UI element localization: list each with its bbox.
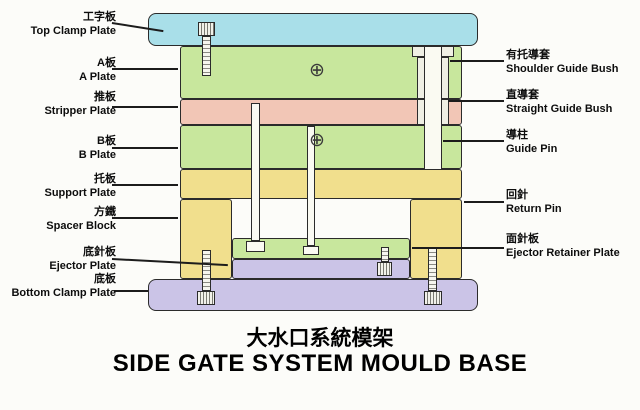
label-top-clamp-plate: 工字板 Top Clamp Plate (4, 10, 116, 38)
label-zh: 推板 (94, 91, 116, 103)
label-zh: 有托導套 (506, 49, 550, 61)
leader-bottom-clamp-plate (114, 290, 148, 292)
return-pin-head (246, 241, 265, 252)
label-guide-pin: 導柱 Guide Pin (506, 128, 640, 156)
screw-hole-icon: ⊕ (309, 130, 325, 151)
ejector-retainer-plate (232, 238, 410, 259)
label-en: A Plate (79, 71, 116, 83)
label-en: B Plate (78, 149, 116, 161)
bottom-left-screw-head (197, 291, 215, 305)
spacer-block-right (410, 199, 462, 279)
top-screw-shaft (202, 36, 211, 76)
b-plate (180, 125, 462, 169)
label-zh: B板 (97, 135, 116, 147)
label-en: Stripper Plate (44, 105, 116, 117)
stripper-plate (180, 99, 462, 125)
label-support-plate: 托板 Support Plate (4, 172, 116, 200)
label-spacer-block: 方鐵 Spacer Block (4, 205, 116, 233)
leader-spacer-block (112, 217, 178, 219)
label-b-plate: B板 B Plate (4, 134, 116, 162)
ejector-screw-shaft (381, 247, 389, 262)
guide-pin (424, 46, 442, 170)
bottom-right-screw-head (424, 291, 442, 305)
label-en: Ejector Plate (49, 260, 116, 272)
top-screw-head (198, 22, 215, 36)
ejector-pin-head (303, 246, 319, 255)
label-zh: 工字板 (83, 11, 116, 23)
diagram-title-english: SIDE GATE SYSTEM MOULD BASE (112, 350, 528, 377)
label-zh: 導柱 (506, 129, 528, 141)
label-ejector-retainer-plate: 面針板 Ejector Retainer Plate (506, 232, 640, 260)
bottom-right-screw-shaft (428, 248, 437, 291)
screw-hole-icon: ⊕ (309, 60, 325, 81)
label-a-plate: A板 A Plate (4, 56, 116, 84)
ejector-screw-head (377, 262, 392, 276)
ejector-pin (307, 126, 315, 246)
label-en: Straight Guide Bush (506, 103, 613, 115)
label-zh: 方鐵 (94, 206, 116, 218)
diagram-title-chinese: 大水口系統模架 (246, 327, 394, 350)
label-en: Top Clamp Plate (30, 25, 116, 37)
label-zh: 底板 (94, 273, 116, 285)
label-straight-guide-bush: 直導套 Straight Guide Bush (506, 88, 640, 116)
leader-ejector-retainer-plate (412, 247, 504, 249)
leader-b-plate (112, 147, 178, 149)
leader-return-pin (464, 201, 504, 203)
label-stripper-plate: 推板 Stripper Plate (4, 90, 116, 118)
label-ejector-plate: 底針板 Ejector Plate (4, 245, 116, 273)
label-en: Return Pin (506, 203, 562, 215)
label-en: Ejector Retainer Plate (506, 247, 620, 259)
label-zh: 底針板 (83, 246, 116, 258)
leader-a-plate (112, 68, 178, 70)
label-zh: 托板 (94, 173, 116, 185)
label-bottom-clamp-plate: 底板 Bottom Clamp Plate (4, 272, 116, 300)
leader-support-plate (112, 184, 178, 186)
bottom-left-screw-shaft (202, 250, 211, 291)
label-zh: 回針 (506, 189, 528, 201)
label-return-pin: 回針 Return Pin (506, 188, 640, 216)
label-en: Support Plate (44, 187, 116, 199)
label-en: Shoulder Guide Bush (506, 63, 619, 75)
label-en: Spacer Block (46, 220, 116, 232)
leader-shoulder-guide-bush (450, 60, 504, 62)
label-shoulder-guide-bush: 有托導套 Shoulder Guide Bush (506, 48, 640, 76)
label-zh: 面針板 (506, 233, 539, 245)
support-plate (180, 169, 462, 199)
leader-stripper-plate (112, 106, 178, 108)
label-zh: 直導套 (506, 89, 539, 101)
ejector-plate (232, 259, 410, 279)
leader-straight-guide-bush (448, 100, 504, 102)
label-zh: A板 (97, 57, 116, 69)
label-en: Guide Pin (506, 143, 558, 155)
return-pin (251, 103, 260, 241)
label-en: Bottom Clamp Plate (11, 287, 116, 299)
leader-guide-pin (443, 140, 504, 142)
